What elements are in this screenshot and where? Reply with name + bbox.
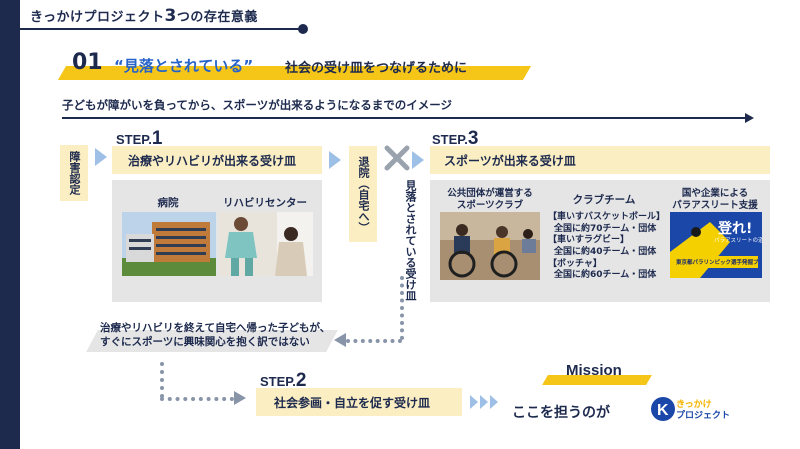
- mission-heading: Mission: [566, 362, 622, 379]
- header-underline: [20, 28, 303, 30]
- step3-label: STEP.3: [432, 128, 479, 149]
- section-title: 社会の受け皿をつなげるために: [285, 61, 468, 76]
- club-wheelchair-basketball-count: 全国に約70チーム・団体: [554, 223, 657, 234]
- chevron-right-icon: [480, 395, 488, 409]
- flow-dotted-line: [160, 362, 164, 398]
- flow-dotted-line: [160, 397, 234, 401]
- arrow-right-icon: [234, 391, 246, 405]
- poster-band: 東京都パラリンピック選手発掘プログラム: [674, 256, 758, 268]
- poster-headline: 登れ!: [718, 221, 753, 237]
- step3-title: スポーツが出来る受け皿: [430, 146, 770, 174]
- logo-text-top: きっかけ: [676, 400, 712, 410]
- flow-dotted-line: [346, 339, 402, 343]
- section-quote: “見落とされている”: [114, 57, 254, 75]
- public-sports-club-label: 公共団体が運営する スポーツクラブ: [447, 188, 533, 212]
- club-team-label: クラブチーム: [572, 194, 636, 206]
- flow-dotted-line: [400, 276, 404, 340]
- chevron-right-icon: [412, 151, 424, 169]
- chevron-right-icon: [490, 395, 498, 409]
- club-wheelchair-rugby-count: 全国に約40チーム・団体: [554, 247, 657, 258]
- timeline-arrow-line: [62, 117, 750, 119]
- section-number: 01: [72, 50, 103, 75]
- timeline-arrow-head: [745, 113, 754, 123]
- rehab-center-photo: [219, 212, 313, 276]
- page-header-title: きっかけプロジェクト3つの存在意義: [30, 6, 258, 26]
- club-wheelchair-basketball: 【車いすバスケットボール】: [548, 212, 666, 222]
- para-athlete-program-poster: 登れ! パラアスリートの道へ 東京都パラリンピック選手発掘プログラム: [670, 212, 762, 278]
- chevron-right-icon: [470, 395, 478, 409]
- rehab-center-label: リハビリセンター: [223, 197, 307, 209]
- disability-certification-label: 障害認定: [60, 145, 88, 201]
- hospital-photo: [122, 212, 216, 276]
- cross-mark-icon: [384, 145, 410, 171]
- para-athlete-support-label: 国や企業による パラアスリート支援: [672, 188, 758, 212]
- mission-text: ここを担うのが: [512, 405, 610, 421]
- club-team-list: 【車いすバスケットボール】 全国に約70チーム・団体 【車いすラグビー】 全国に…: [548, 212, 665, 282]
- club-wheelchair-rugby: 【車いすラグビー】: [548, 235, 630, 246]
- club-boccia: 【ボッチャ】: [548, 258, 602, 269]
- header-dot: [298, 24, 308, 34]
- hospital-label: 病院: [157, 197, 179, 209]
- chevron-right-icon: [95, 148, 107, 166]
- wheelchair-sports-photo: [440, 212, 540, 280]
- step1-title: 治療やリハビリが出来る受け皿: [112, 146, 322, 174]
- poster-subline: パラアスリートの道へ: [714, 238, 762, 244]
- chevron-right-icon: [329, 151, 341, 169]
- discharge-home-label: 退院（自宅へ）: [349, 146, 377, 242]
- kikkake-project-logo: K きっかけ プロジェクト: [650, 396, 740, 422]
- note-line-1: 治療やリハビリを終えて自宅へ帰った子どもが、: [100, 322, 331, 334]
- overlooked-support-text: 見落とされている受け皿: [404, 180, 417, 301]
- left-accent-bar: [0, 0, 20, 449]
- timeline-caption: 子どもが障がいを負ってから、スポーツが出来るようになるまでのイメージ: [62, 98, 452, 112]
- step2-title: 社会参画・自立を促す受け皿: [256, 388, 462, 416]
- step1-label: STEP.1: [116, 128, 163, 149]
- note-text: 治療やリハビリを終えて自宅へ帰った子どもが、 すぐにスポーツに興味関心を抱く訳で…: [100, 322, 330, 349]
- svg-text:K: K: [657, 402, 669, 419]
- step2-label: STEP.2: [260, 370, 307, 391]
- note-line-2: すぐにスポーツに興味関心を抱く訳ではない: [100, 335, 310, 348]
- logo-text-bottom: プロジェクト: [676, 411, 731, 421]
- club-boccia-count: 全国に約60チーム・団体: [554, 270, 657, 281]
- arrow-left-icon: [334, 333, 346, 347]
